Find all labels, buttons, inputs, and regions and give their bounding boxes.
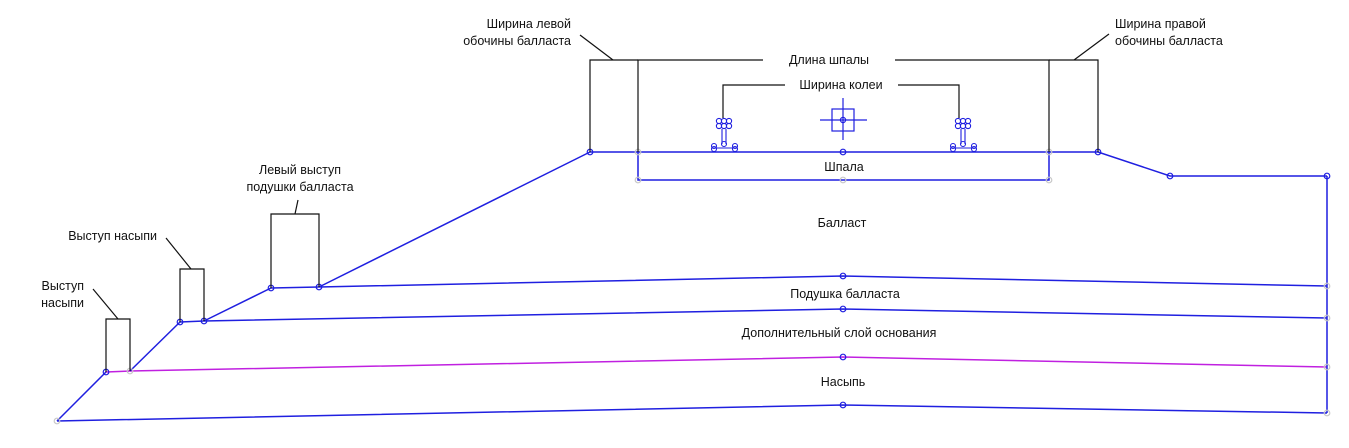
- embankment-ledge-upper-label: Выступ насыпи: [68, 229, 157, 243]
- node[interactable]: [1166, 172, 1174, 180]
- node[interactable]: [839, 305, 847, 313]
- track-gauge-dimension[interactable]: [722, 84, 785, 118]
- embankment-ledge-lower-leader: [92, 288, 119, 320]
- embankment-ledge-upper-leader: [165, 237, 192, 270]
- ballast-cushion-ledge-label: Левый выступ: [259, 163, 341, 177]
- track-gauge-dimension-right[interactable]: [898, 84, 960, 118]
- ballast-cushion-ledge-dimension[interactable]: [270, 213, 320, 288]
- sleeper-outline[interactable]: [637, 152, 1050, 181]
- embankment-top-line[interactable]: [105, 356, 1328, 373]
- ballast-cushion-top-line[interactable]: [270, 275, 1328, 289]
- node[interactable]: [1323, 314, 1331, 322]
- node[interactable]: [839, 176, 847, 184]
- right-shoulder-label: Ширина правой: [1115, 17, 1206, 31]
- node[interactable]: [53, 417, 61, 425]
- node[interactable]: [839, 148, 847, 156]
- dimensions: [92, 33, 1110, 372]
- base-layer-top-line[interactable]: [179, 308, 1328, 323]
- ballast-top-line[interactable]: [590, 151, 1327, 177]
- embankment-ledge-lower-dimension[interactable]: [105, 318, 131, 372]
- track-gauge-label: Ширина колеи: [799, 78, 882, 92]
- crosshair-target-icon[interactable]: [820, 98, 867, 140]
- ballast-cushion-label: Подушка балласта: [790, 287, 900, 301]
- sleeper-label: Шпала: [824, 160, 863, 174]
- layer-boundaries: [56, 151, 1328, 422]
- sleeper-length-dimension-right[interactable]: [895, 59, 1050, 152]
- node[interactable]: [1323, 363, 1331, 371]
- node[interactable]: [634, 176, 642, 184]
- left-shoulder-label-2: обочины балласта: [463, 34, 571, 48]
- left-shoulder-dimension[interactable]: [589, 59, 638, 152]
- profile-nodes: [53, 148, 1331, 425]
- left-rail-icon[interactable]: [710, 117, 739, 153]
- additional-base-layer-label: Дополнительный слой основания: [742, 326, 937, 340]
- left-slope-line-2[interactable]: [129, 321, 181, 372]
- sleeper-length-label: Длина шпалы: [789, 53, 869, 67]
- right-rail-icon[interactable]: [949, 117, 978, 153]
- embankment-ledge-upper-dimension[interactable]: [179, 268, 205, 322]
- embankment-ledge-lower-label-2: насыпи: [41, 296, 84, 310]
- right-shoulder-label-2: обочины балласта: [1115, 34, 1223, 48]
- embankment-bottom-line[interactable]: [56, 404, 1328, 422]
- node[interactable]: [839, 272, 847, 280]
- left-shoulder-label: Ширина левой: [487, 17, 571, 31]
- ballast-left-slope-line[interactable]: [318, 151, 591, 288]
- embankment-label: Насыпь: [821, 375, 866, 389]
- node[interactable]: [839, 353, 847, 361]
- labels: Ширина левой обочины балласта Ширина пра…: [41, 17, 1223, 389]
- right-shoulder-dimension[interactable]: [1049, 59, 1099, 152]
- node[interactable]: [1323, 409, 1331, 417]
- embankment-ledge-lower-label: Выступ: [42, 279, 84, 293]
- left-shoulder-leader: [579, 34, 614, 61]
- node[interactable]: [839, 401, 847, 409]
- left-slope-line[interactable]: [56, 371, 107, 422]
- ballast-label: Балласт: [818, 216, 867, 230]
- right-shoulder-leader: [1073, 33, 1110, 61]
- ballast-cushion-ledge-label-2: подушки балласта: [246, 180, 353, 194]
- node[interactable]: [1323, 282, 1331, 290]
- ballast-cushion-ledge-leader: [294, 199, 299, 215]
- node[interactable]: [1323, 172, 1331, 180]
- node[interactable]: [1045, 176, 1053, 184]
- sleeper-length-dimension[interactable]: [637, 59, 763, 152]
- left-slope-line-3[interactable]: [203, 287, 272, 322]
